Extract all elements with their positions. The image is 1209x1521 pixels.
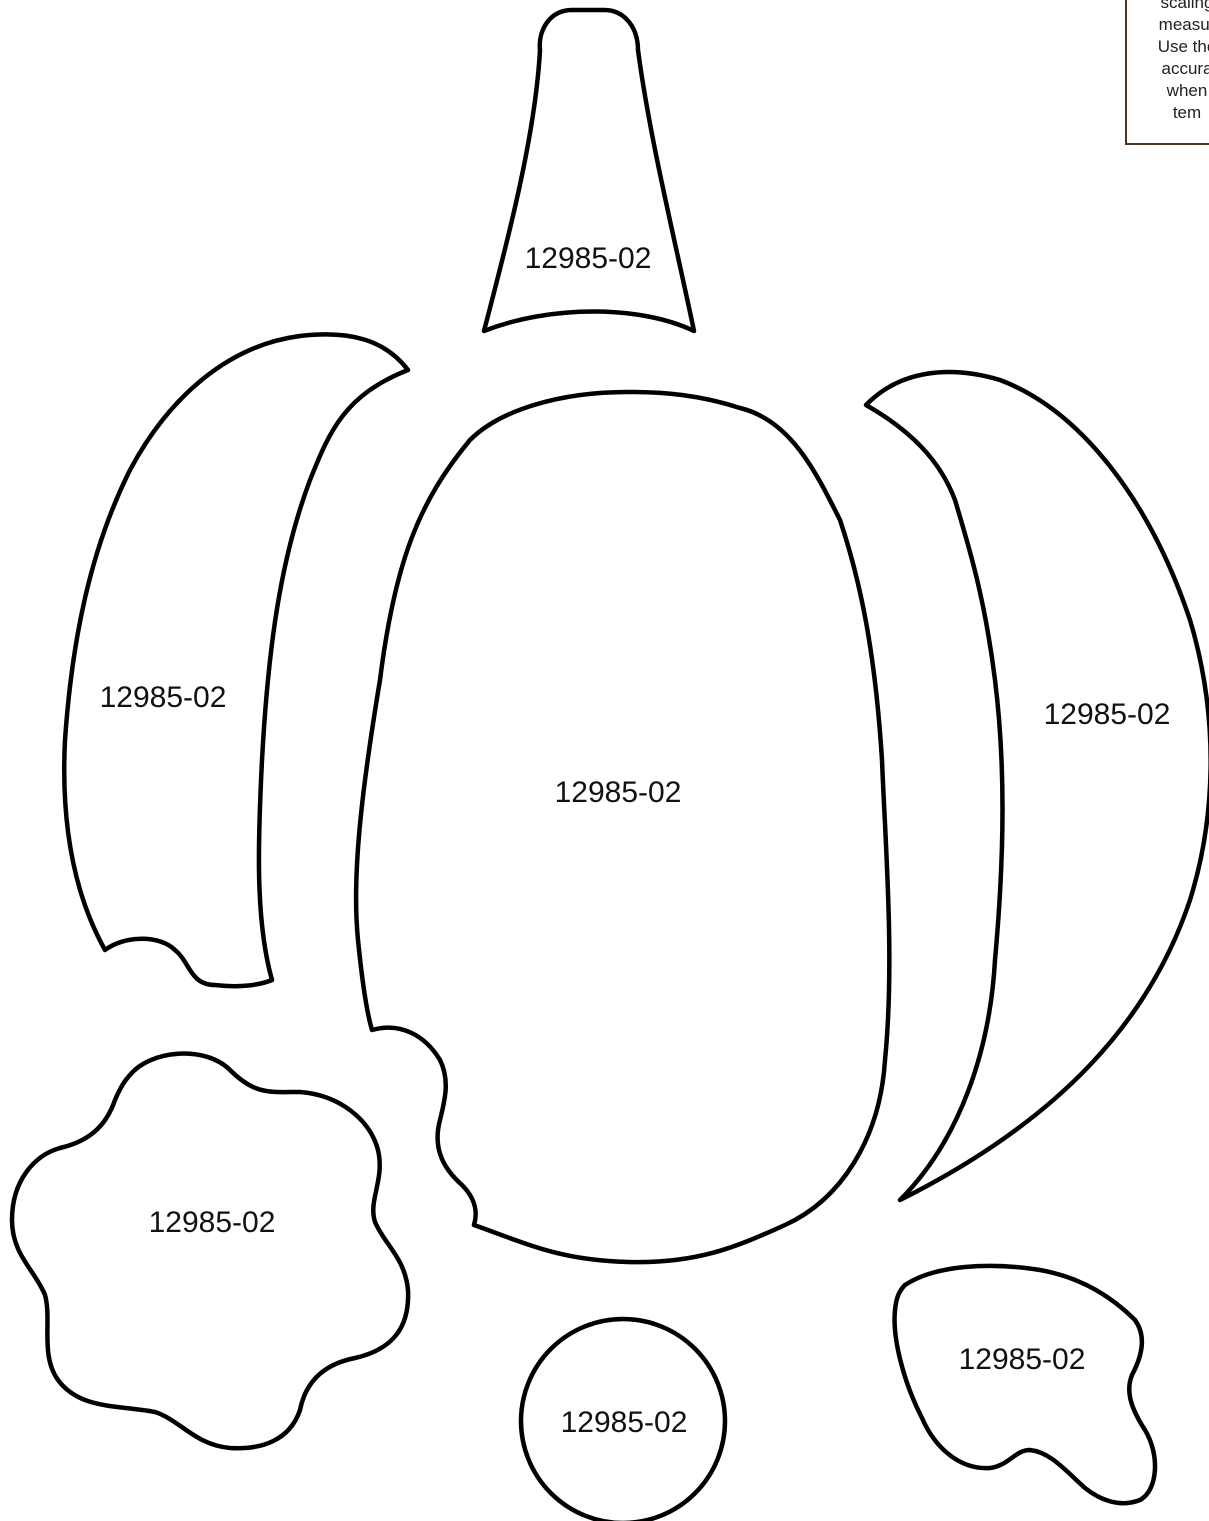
center-body-outline: [353, 389, 892, 1265]
left-section-outline: [62, 332, 411, 989]
stem-outline: [481, 7, 697, 334]
circle-label: 12985-02: [561, 1406, 688, 1439]
circle-outline: [518, 1316, 728, 1521]
center-body-piece: 12985-02: [353, 389, 892, 1265]
instruction-line-2: measur: [1158, 15, 1209, 34]
center-body-label: 12985-02: [555, 776, 682, 809]
right-section-outline: [863, 369, 1209, 1203]
instruction-line-3: Use the: [1157, 37, 1209, 56]
leaf-label: 12985-02: [149, 1206, 276, 1239]
right-section-label: 12985-02: [1044, 698, 1171, 731]
left-section-label: 12985-02: [100, 681, 227, 714]
instruction-line-1: scaling: [1160, 0, 1209, 12]
small-leaf-piece: 12985-02: [892, 1263, 1158, 1506]
leaf-piece: 12985-02: [9, 1051, 411, 1451]
leaf-outline: [9, 1051, 411, 1451]
small-leaf-outline: [892, 1263, 1158, 1506]
left-section-piece: 12985-02: [62, 332, 411, 989]
instruction-line-5: when: [1166, 81, 1208, 100]
circle-piece: 12985-02: [518, 1316, 728, 1521]
instruction-line-4: accura: [1161, 59, 1209, 78]
small-leaf-label: 12985-02: [959, 1343, 1086, 1376]
instruction-line-6: tem: [1172, 103, 1202, 122]
right-section-piece: 12985-02: [863, 369, 1209, 1203]
stem-label: 12985-02: [525, 242, 652, 275]
instruction-note: scaling measur Use the accura when tem: [1125, 0, 1209, 145]
stem-piece: 12985-02: [481, 7, 697, 334]
